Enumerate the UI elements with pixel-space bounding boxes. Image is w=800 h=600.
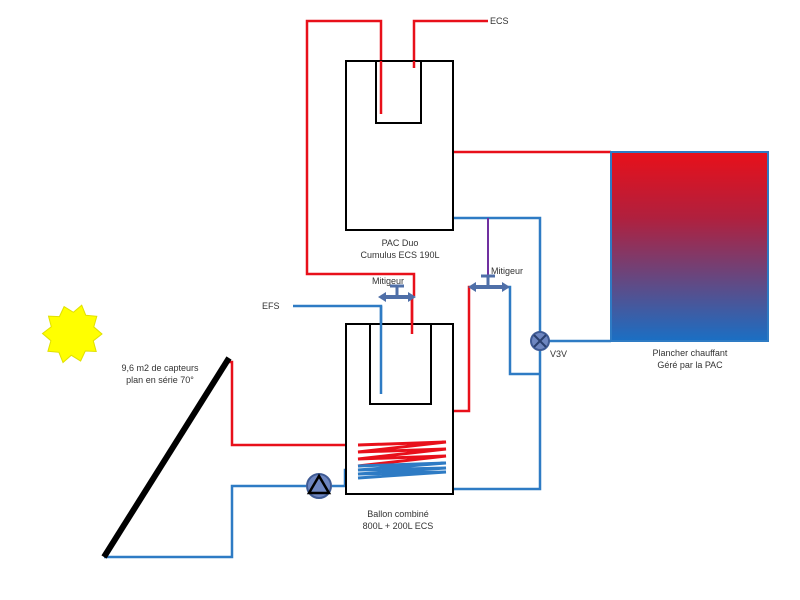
ballon-ecs-inner-tank — [369, 323, 432, 405]
ecs-label: ECS — [490, 16, 509, 26]
pac-duo-label: PAC Duo Cumulus ECS 190L — [360, 238, 440, 260]
plancher-label: Plancher chauffant Géré par la PAC — [652, 348, 728, 370]
ballon-label: Ballon combiné 800L + 200L ECS — [362, 509, 434, 531]
mitigeur-right-label: Mitigeur — [491, 266, 524, 276]
v3v-valve — [530, 331, 550, 351]
v3v-to-ballon-pipe — [453, 350, 542, 491]
floor-heating-panel — [610, 151, 769, 342]
solar-coil — [357, 440, 447, 480]
ecs-hot-outlet-pipe — [412, 19, 488, 66]
v3v-label: V3V — [550, 349, 568, 359]
efs-label: EFS — [262, 301, 280, 311]
ballon-to-right-mixer-pipe — [453, 285, 476, 413]
solar-pump — [306, 473, 332, 499]
hot-water-pipes — [229, 19, 611, 447]
pac-duo-inner-tank — [375, 60, 422, 124]
mitigeur-left-valve — [378, 284, 416, 302]
cumulus-to-mixer-pipe — [305, 19, 416, 296]
solar-hot-pipe — [229, 360, 358, 447]
capteurs-label: 9,6 m2 de capteurs plan en série 70° — [121, 363, 199, 385]
cumulus-return-pipe — [453, 216, 542, 332]
solar-collector-panel — [101, 356, 232, 559]
sun-icon — [41, 304, 103, 364]
mitigeur-left-label: Mitigeur — [372, 276, 405, 286]
pac-duo-tank — [345, 60, 454, 231]
solar-cold-pipe — [104, 484, 306, 559]
mixer-to-v3v-pipe — [506, 285, 540, 376]
mitigeur-right-valve — [468, 274, 510, 292]
